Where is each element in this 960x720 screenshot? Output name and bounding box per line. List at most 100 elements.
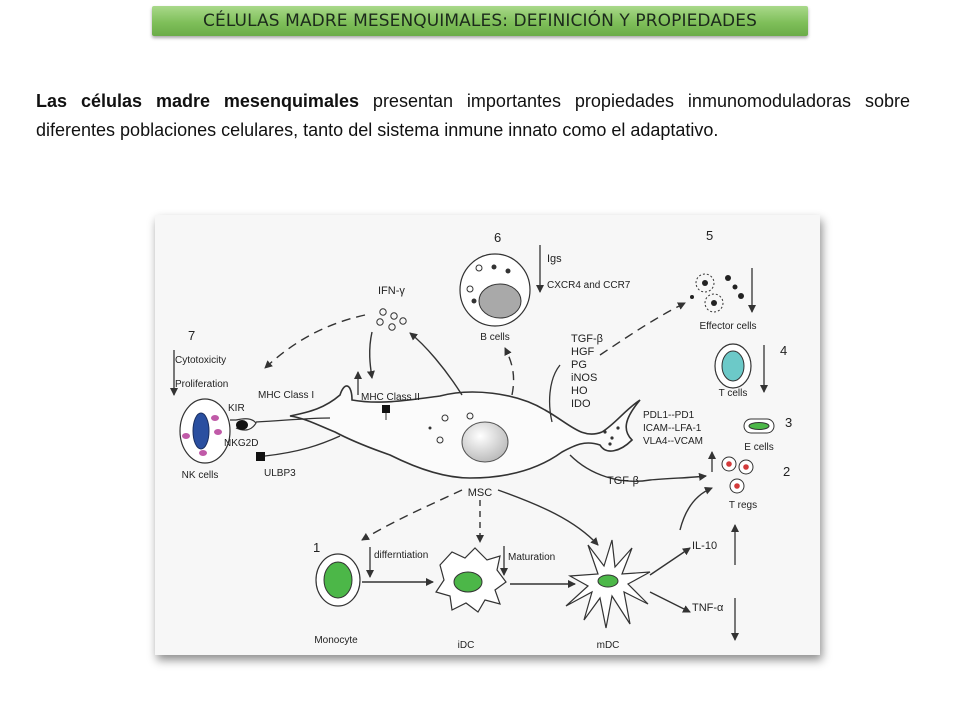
- differentiation-label: differntiation: [374, 550, 428, 561]
- ulbp3-marker: [256, 452, 265, 461]
- intro-paragraph: Las células madre mesenquimales presenta…: [36, 87, 910, 144]
- ho-label: HO: [571, 385, 588, 397]
- vesicle-dot: [436, 436, 444, 444]
- ifn-dot: [376, 318, 384, 326]
- arrow-to-effector: [599, 302, 686, 356]
- mhc-class-1-label: MHC Class I: [258, 390, 314, 401]
- effector-dot: [738, 293, 744, 299]
- vesicle-dot: [603, 430, 607, 434]
- b-cell-dot: [491, 264, 497, 270]
- ifn-dot: [399, 317, 407, 325]
- cxcr-label: CXCR4 and CCR7: [547, 280, 631, 291]
- hgf-label: HGF: [571, 346, 595, 358]
- tgf-beta-label: TGF-β: [571, 333, 603, 345]
- il10-label: IL-10: [692, 540, 717, 552]
- b-cell-dot: [471, 298, 477, 304]
- nk-granule: [211, 415, 219, 421]
- page-title: CÉLULAS MADRE MESENQUIMALES: DEFINICIÓN …: [203, 11, 757, 31]
- arrow-mdc-to-tnf: [649, 591, 691, 613]
- b-cell-dot: [475, 264, 483, 272]
- nk-granule: [199, 450, 207, 456]
- arrow-mdc-to-il10: [649, 547, 691, 576]
- t-cell-nucleus: [721, 350, 745, 382]
- nkg2d-label: NKG2D: [224, 438, 258, 449]
- ido-label: IDO: [571, 398, 591, 410]
- msc-to-ulbp3-link: [264, 435, 341, 457]
- effector-cell: [704, 293, 724, 313]
- monocyte-nucleus: [323, 561, 353, 599]
- effector-dot: [725, 275, 731, 281]
- ifn-dot: [390, 312, 398, 320]
- factor-bracket: [548, 364, 561, 423]
- arrow-msc-to-tregs: [569, 454, 707, 482]
- igs-label: Igs: [547, 253, 562, 265]
- effector-dot: [690, 295, 694, 299]
- b-cell-dot: [466, 285, 474, 293]
- treg-dot: [743, 464, 749, 470]
- effector-nucleus: [702, 280, 708, 286]
- pdl1-label: PDL1--PD1: [643, 410, 695, 421]
- label-number-7: 7: [188, 328, 195, 343]
- ifn-dot: [388, 323, 396, 331]
- e-cells-label: E cells: [744, 442, 773, 453]
- vla4-label: VLA4--VCAM: [643, 436, 703, 447]
- immunomodulation-diagram: MSC IFN-γ 6 B cells Igs CXCR4 and CCR7 5…: [170, 228, 792, 651]
- nk-granule: [214, 429, 222, 435]
- label-number-2: 2: [783, 464, 790, 479]
- maturation-label: Maturation: [508, 552, 555, 563]
- arrow-msc-to-monocyte: [361, 489, 463, 541]
- t-cells-label: T cells: [719, 388, 748, 399]
- arrow-il10-to-tregs: [679, 486, 713, 531]
- mhc-class-2-marker: [382, 405, 390, 413]
- cytotoxicity-label: Cytotoxicity: [175, 355, 226, 366]
- pg-label: PG: [571, 359, 587, 371]
- diagram-frame: MSC IFN-γ 6 B cells Igs CXCR4 and CCR7 5…: [155, 215, 820, 655]
- msc-label: MSC: [468, 487, 493, 499]
- vesicle-dot: [441, 414, 449, 422]
- tnf-alpha-label: TNF-α: [692, 602, 724, 614]
- vesicle-dot: [616, 426, 620, 430]
- mhc-class-2-label: MHC Class II: [361, 392, 420, 403]
- vesicle-dot: [610, 436, 614, 440]
- treg-dot: [734, 483, 740, 489]
- label-number-3: 3: [785, 415, 792, 430]
- arrow-ifn-to-nk: [264, 314, 366, 369]
- e-cell-nucleus: [748, 422, 770, 430]
- kir-ligand: [236, 420, 248, 430]
- vesicle-dot: [608, 442, 612, 446]
- kir-receptor: [230, 418, 257, 431]
- treg-dot: [726, 461, 732, 467]
- mdc-nucleus: [597, 574, 619, 588]
- title-bar: CÉLULAS MADRE MESENQUIMALES: DEFINICIÓN …: [152, 6, 808, 36]
- idc-label: iDC: [458, 640, 475, 651]
- intro-text: presentan importantes propiedades inmuno…: [36, 91, 911, 140]
- ifn-dot: [379, 308, 387, 316]
- arrow-msc-to-bcell: [504, 347, 515, 396]
- label-number-6: 6: [494, 230, 501, 245]
- nk-cells-label: NK cells: [182, 470, 219, 481]
- label-number-1: 1: [313, 540, 320, 555]
- msc-to-nk-link: [255, 417, 331, 423]
- vesicle-dot: [428, 426, 432, 430]
- arrow-msc-to-mdc: [497, 489, 599, 546]
- vesicle-dot: [466, 412, 474, 420]
- label-number-5: 5: [706, 228, 713, 243]
- effector-cell: [695, 273, 715, 293]
- monocyte-label: Monocyte: [314, 635, 358, 646]
- msc-nucleus: [461, 421, 509, 463]
- kir-label: KIR: [228, 403, 245, 414]
- nk-cell-nucleus: [192, 412, 210, 450]
- tgf-beta-2-label: TGF-β: [607, 475, 639, 487]
- effector-nucleus: [711, 300, 717, 306]
- idc-nucleus: [453, 571, 483, 593]
- arrow-ifn-to-mhc2: [366, 331, 375, 379]
- mdc-label: mDC: [597, 640, 620, 651]
- inos-label: iNOS: [571, 372, 597, 384]
- tregs-label: T regs: [729, 500, 757, 511]
- proliferation-label: Proliferation: [175, 379, 228, 390]
- nk-granule: [182, 433, 190, 439]
- intro-bold: Las células madre mesenquimales: [36, 91, 359, 111]
- b-cells-label: B cells: [480, 332, 509, 343]
- icam-label: ICAM--LFA-1: [643, 423, 702, 434]
- ulbp3-label: ULBP3: [264, 468, 296, 479]
